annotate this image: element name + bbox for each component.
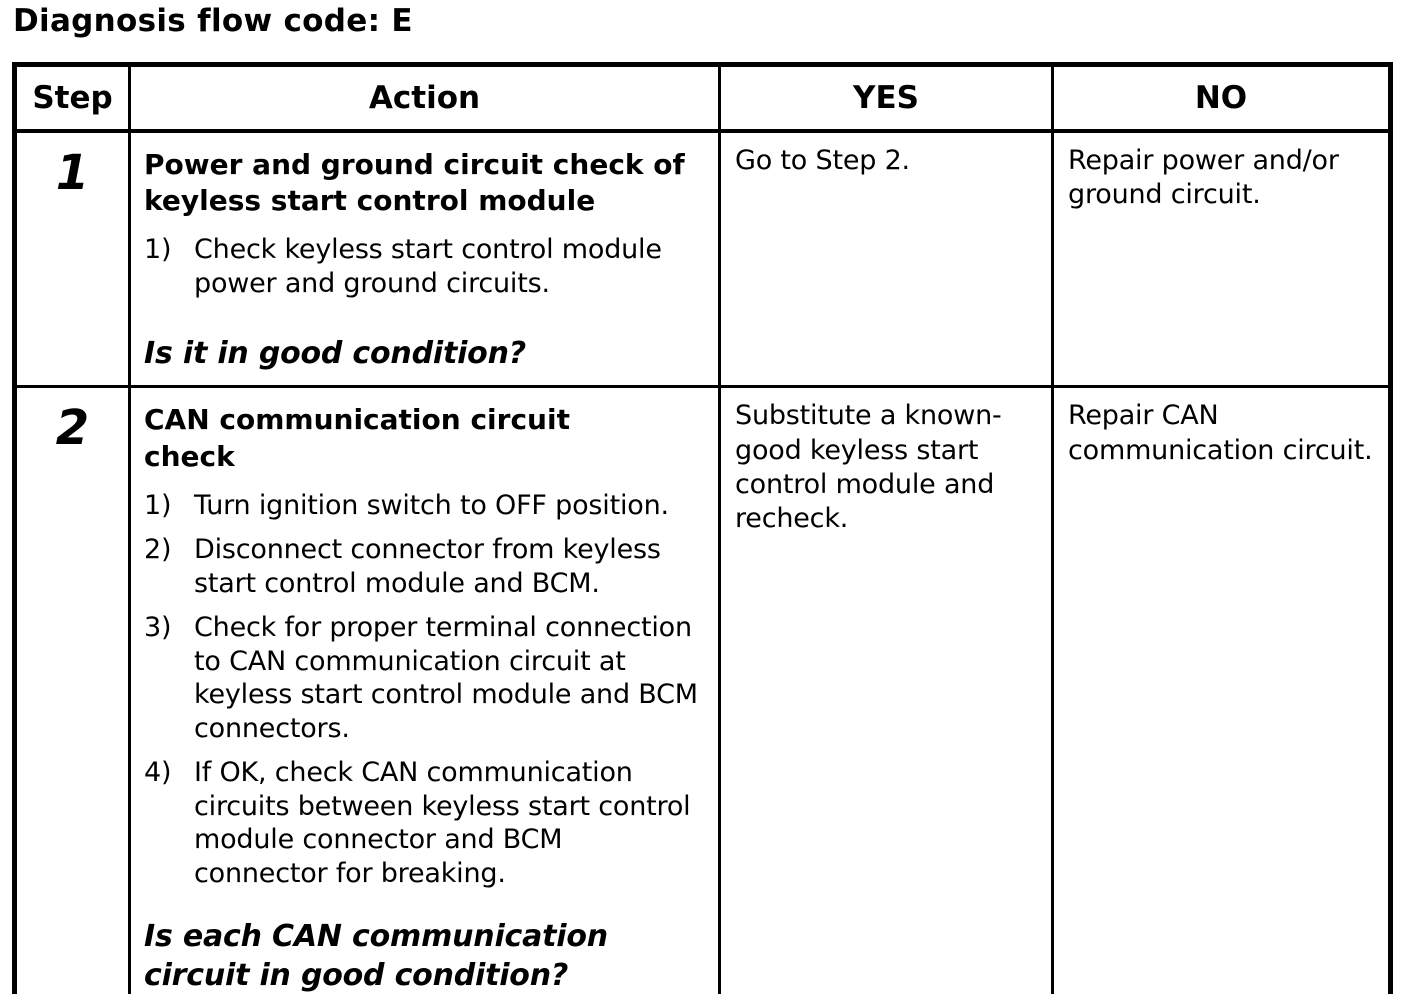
action-heading: Power and ground circuit check of keyles… [144,147,685,217]
table-row: 1 Power and ground circuit check of keyl… [13,128,1392,389]
step-number-cell: 2 [13,385,131,994]
column-header-step: Step [13,63,131,133]
page-title: Diagnosis flow code: E [13,3,413,39]
action-list-item: 4) If OK, check CAN communication circui… [144,756,702,890]
list-item-text: Disconnect connector from keyless start … [194,534,661,599]
action-question: Is each CAN communication circuit in goo… [144,919,608,994]
no-cell: Repair CAN communication circuit. [1051,385,1392,994]
list-item-text: Turn ignition switch to OFF position. [194,490,669,521]
yes-cell: Substitute a known-good keyless start co… [718,385,1054,994]
action-list-item: 2) Disconnect connector from keyless sta… [144,533,702,600]
column-header-yes: YES [718,63,1054,133]
table-header-row: Step Action YES NO [13,63,1392,133]
no-cell: Repair power and/or ground circuit. [1051,128,1392,389]
action-cell: CAN communication circuit check 1) Turn … [128,385,721,994]
yes-cell: Go to Step 2. [718,128,1054,389]
diagnosis-flow-table: Step Action YES NO 1 Power and ground ci… [12,62,1393,994]
column-header-action: Action [128,63,721,133]
list-item-number: 1) [144,490,172,521]
list-item-text: If OK, check CAN communication circuits … [194,757,691,889]
action-list-item: 3) Check for proper terminal connection … [144,611,702,745]
table-row: 2 CAN communication circuit check 1) Tur… [13,385,1392,994]
action-list-item: 1) Turn ignition switch to OFF position. [144,489,702,522]
list-item-text: Check keyless start control module power… [194,234,662,299]
action-list-item: 1) Check keyless start control module po… [144,233,702,300]
list-item-number: 3) [144,612,172,644]
action-question: Is it in good condition? [144,336,526,372]
column-header-no: NO [1051,63,1392,133]
list-item-text: Check for proper terminal connection to … [194,612,698,744]
step-number-cell: 1 [13,128,131,389]
action-heading: CAN communication circuit check [144,403,570,473]
list-item-number: 4) [144,757,172,789]
list-item-number: 1) [144,234,172,266]
list-item-number: 2) [144,534,172,566]
action-cell: Power and ground circuit check of keyles… [128,128,721,389]
